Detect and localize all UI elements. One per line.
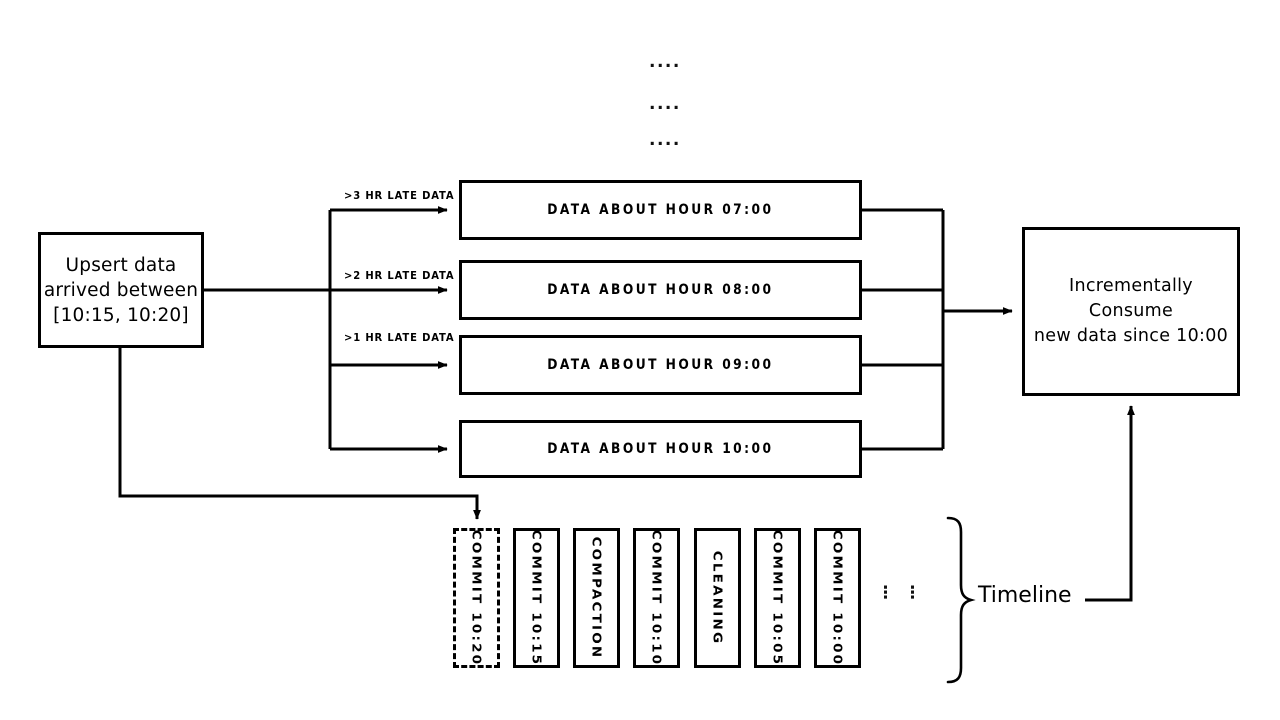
timeline-compaction: COMPACTION xyxy=(573,528,620,668)
data-box-hour-09: DATA ABOUT HOUR 09:00 xyxy=(459,335,862,395)
consumer-line-1: Incrementally Consume xyxy=(1069,276,1193,321)
timeline-commit-10-20-label: COMMIT 10:20 xyxy=(468,529,485,667)
upsert-line-1: Upsert data xyxy=(65,254,177,276)
incremental-consumer-box: Incrementally Consume new data since 10:… xyxy=(1022,227,1240,396)
data-box-hour-07-label: DATA ABOUT HOUR 07:00 xyxy=(547,202,774,218)
data-box-hour-08-label: DATA ABOUT HOUR 08:00 xyxy=(547,282,774,298)
timeline-commit-10-15: COMMIT 10:15 xyxy=(513,528,560,668)
data-box-hour-09-label: DATA ABOUT HOUR 09:00 xyxy=(547,357,774,373)
edge-label-1hr-late: >1 HR LATE DATA xyxy=(344,332,455,344)
edge-label-2hr-late: >2 HR LATE DATA xyxy=(344,270,455,282)
upsert-line-3: [10:15, 10:20] xyxy=(53,304,189,326)
timeline-commit-10-05: COMMIT 10:05 xyxy=(754,528,801,668)
data-box-hour-07: DATA ABOUT HOUR 07:00 xyxy=(459,180,862,240)
top-ellipsis-2: .... xyxy=(649,94,681,114)
timeline-commit-10-10: COMMIT 10:10 xyxy=(633,528,680,668)
timeline-label: Timeline xyxy=(978,583,1072,608)
timeline-commit-10-15-label: COMMIT 10:15 xyxy=(528,529,545,667)
timeline-commit-10-05-label: COMMIT 10:05 xyxy=(769,529,786,667)
timeline-brace xyxy=(946,516,976,684)
incremental-consumer-label: Incrementally Consume new data since 10:… xyxy=(1025,274,1237,349)
upsert-line-2: arrived between xyxy=(43,279,199,301)
data-box-hour-08: DATA ABOUT HOUR 08:00 xyxy=(459,260,862,320)
wire-source-to-commit xyxy=(118,348,481,520)
top-ellipsis-1: .... xyxy=(649,52,681,72)
edge-label-3hr-late: >3 HR LATE DATA xyxy=(344,190,455,202)
timeline-compaction-label: COMPACTION xyxy=(588,536,605,660)
timeline-commit-10-10-label: COMMIT 10:10 xyxy=(648,529,665,667)
timeline-cleaning-label: CLEANING xyxy=(709,550,726,646)
wire-timeline-to-consumer xyxy=(1085,405,1135,602)
timeline-commit-10-00: COMMIT 10:00 xyxy=(814,528,861,668)
data-box-hour-10: DATA ABOUT HOUR 10:00 xyxy=(459,420,862,478)
timeline-cleaning: CLEANING xyxy=(694,528,741,668)
timeline-commit-10-20: COMMIT 10:20 xyxy=(453,528,500,668)
timeline-ellipsis-1: ⋮ xyxy=(877,583,894,603)
top-ellipsis-3: .... xyxy=(649,130,681,150)
data-box-hour-10-label: DATA ABOUT HOUR 10:00 xyxy=(547,441,774,457)
upsert-source-box: Upsert data arrived between [10:15, 10:2… xyxy=(38,232,204,348)
consumer-line-2: new data since 10:00 xyxy=(1033,326,1229,346)
timeline-ellipsis-2: ⋮ xyxy=(904,583,921,603)
upsert-source-label: Upsert data arrived between [10:15, 10:2… xyxy=(44,253,198,328)
timeline-commit-10-00-label: COMMIT 10:00 xyxy=(829,529,846,667)
